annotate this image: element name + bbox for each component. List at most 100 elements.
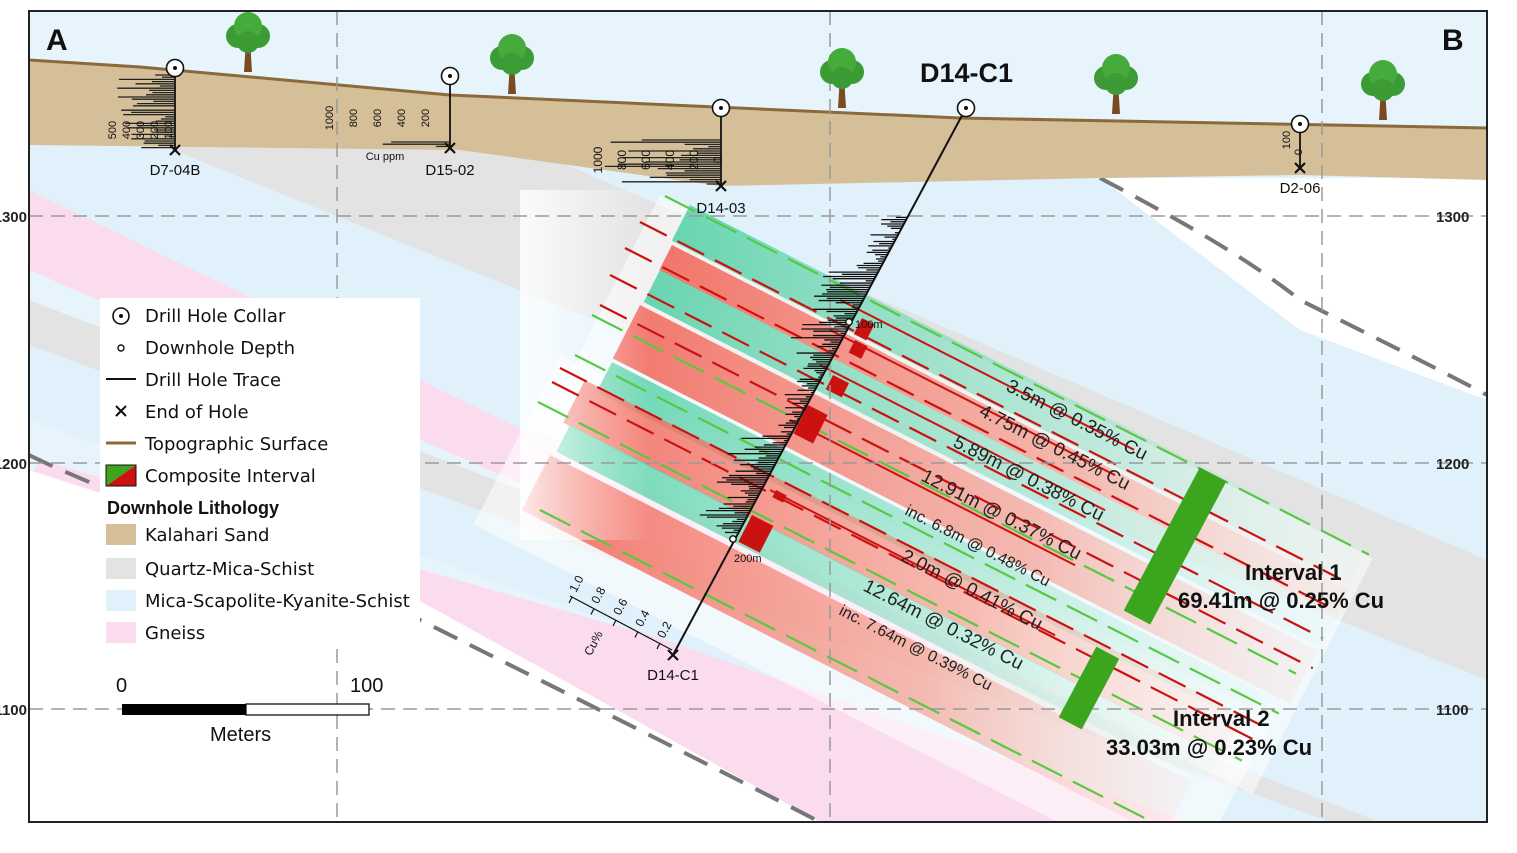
main-hole-title: D14-C1 [920, 58, 1013, 88]
boundary-red-2 [624, 247, 1330, 608]
hole-label-d2-06: D2-06 [1280, 180, 1321, 197]
legend-box [100, 298, 420, 648]
tick-d7-04b-4: 100 [163, 121, 175, 139]
boundary-green-3 [537, 401, 1243, 762]
tick-d2-06-0: 100 [1281, 131, 1293, 149]
tick-d7-04b-1: 400 [121, 121, 133, 139]
legend-label-kalahari: Kalahari Sand [145, 525, 269, 546]
swatch-quartz-mica-schist [106, 558, 136, 579]
swatch-kyanite-schist [106, 590, 136, 611]
collar-d14-c1 [956, 98, 976, 118]
boundary-green-bottom [539, 509, 1155, 822]
boundary-red-3 [609, 274, 1324, 640]
tick-d2-06-1: 0 [1293, 149, 1305, 155]
boundary-red-6 [551, 381, 1257, 742]
legend-lithology-title: Downhole Lithology [107, 498, 279, 518]
boundary-red-4 [599, 304, 1314, 670]
collar-d14-03 [711, 98, 731, 118]
composite-value-1: 69.41m @ 0.25% Cu [1178, 588, 1384, 613]
elev-label-1300-right: 1300 [1436, 209, 1469, 226]
tree-icon [1361, 60, 1405, 120]
hole-label-d14-03: D14-03 [696, 200, 745, 217]
composite-value-2: 33.03m @ 0.23% Cu [1106, 735, 1312, 760]
legend-label-trace: Drill Hole Trace [145, 370, 281, 391]
depth-marker-100m [845, 318, 853, 326]
end-d7-04b [169, 144, 181, 156]
tick-d14-03-0: 1000 [591, 146, 605, 173]
collar-d15-02 [440, 66, 460, 86]
legend-label-composite: Composite Interval [145, 466, 316, 487]
boundary-green-2 [574, 354, 1280, 715]
section-end-b: B [1442, 24, 1464, 57]
boundary-green-mid [591, 314, 1297, 675]
trees [226, 12, 1405, 120]
boundary-green-top [664, 195, 1370, 556]
core-red-5 [769, 489, 1056, 637]
composite-block-4 [738, 515, 774, 553]
legend: Drill Hole Collar Downhole Depth Drill H… [100, 298, 420, 648]
assay-bars-d14-03 [604, 139, 721, 185]
boundary-red-1 [639, 221, 1345, 582]
interval-2-red-band-a [563, 380, 1245, 759]
tick-d15-02-4: 200 [420, 109, 432, 127]
scale-end: 100 [350, 675, 383, 697]
end-d14-03 [715, 180, 727, 192]
depth-label-100m: 100m [855, 319, 883, 331]
assay-bars-d14-c1 [699, 216, 908, 534]
composite-swatch-icon [105, 464, 137, 487]
hole-label-d14-c1: D14-C1 [647, 667, 699, 684]
section-end-a: A [46, 24, 68, 57]
kalahari-sand [29, 60, 1487, 186]
tree-icon [820, 48, 864, 108]
composite-title-2: Interval 2 [1173, 706, 1270, 731]
core-red-4 [789, 419, 1076, 567]
end-d14-c1 [667, 649, 679, 661]
composite-block-0 [853, 318, 875, 341]
tree-icon [490, 34, 534, 94]
axis-unit-d15-02: Cu ppm [366, 151, 405, 163]
composite-block-3 [793, 405, 828, 444]
elev-label-1300: 1300 [0, 209, 27, 226]
composite-bar-interval-2 [1058, 646, 1120, 730]
end-d15-02 [444, 142, 456, 154]
cu-percent-axis [568, 595, 673, 651]
tick-d7-04b-3: 200 [149, 121, 161, 139]
composite-block-1 [848, 340, 868, 359]
legend-label-collar: Drill Hole Collar [145, 306, 286, 327]
tick-d15-02-3: 400 [396, 109, 408, 127]
composite-title-1: Interval 1 [1245, 560, 1342, 585]
end-d2-06 [1294, 162, 1306, 174]
elev-label-1100: 1100 [0, 702, 27, 719]
legend-label-depth: Downhole Depth [145, 338, 295, 359]
elev-label-1200-right: 1200 [1436, 456, 1469, 473]
tick-d14-03-3: 400 [663, 150, 677, 170]
depth-marker-200m [729, 535, 737, 543]
depth-dot-icon [117, 344, 125, 352]
tick-d14-03-4: 200 [687, 150, 701, 170]
tick-d7-04b-0: 500 [107, 121, 119, 139]
interval-boundaries [537, 195, 1370, 822]
scale-start: 0 [116, 675, 127, 697]
tick-d15-02-0: 1000 [324, 106, 336, 130]
scale-unit: Meters [210, 724, 271, 746]
core-red-3 [819, 364, 1106, 512]
boundary-red-5 [559, 367, 1265, 728]
trace-d14-c1 [672, 107, 967, 656]
composite-block-5 [772, 490, 787, 503]
interval-2-red-band-b [521, 455, 1192, 822]
collar-d2-06 [1290, 114, 1310, 134]
section-frame [28, 10, 1488, 823]
legend-label-topo: Topographic Surface [144, 434, 328, 455]
tick-d14-03-5: 0 [711, 156, 725, 163]
end-cross-icon [115, 405, 127, 417]
legend-label-end: End of Hole [145, 402, 249, 423]
swatch-gneiss [106, 622, 136, 643]
hole-label-d7-04b: D7-04B [150, 162, 201, 179]
tree-icon [226, 12, 270, 72]
tick-d7-04b-2: 300 [135, 121, 147, 139]
composite-bar-interval-1 [1123, 467, 1227, 625]
legend-label-kyanite: Mica-Scapolite-Kyanite-Schist [145, 591, 410, 612]
elev-label-1100-right: 1100 [1436, 702, 1469, 719]
tick-d15-02-2: 600 [372, 109, 384, 127]
